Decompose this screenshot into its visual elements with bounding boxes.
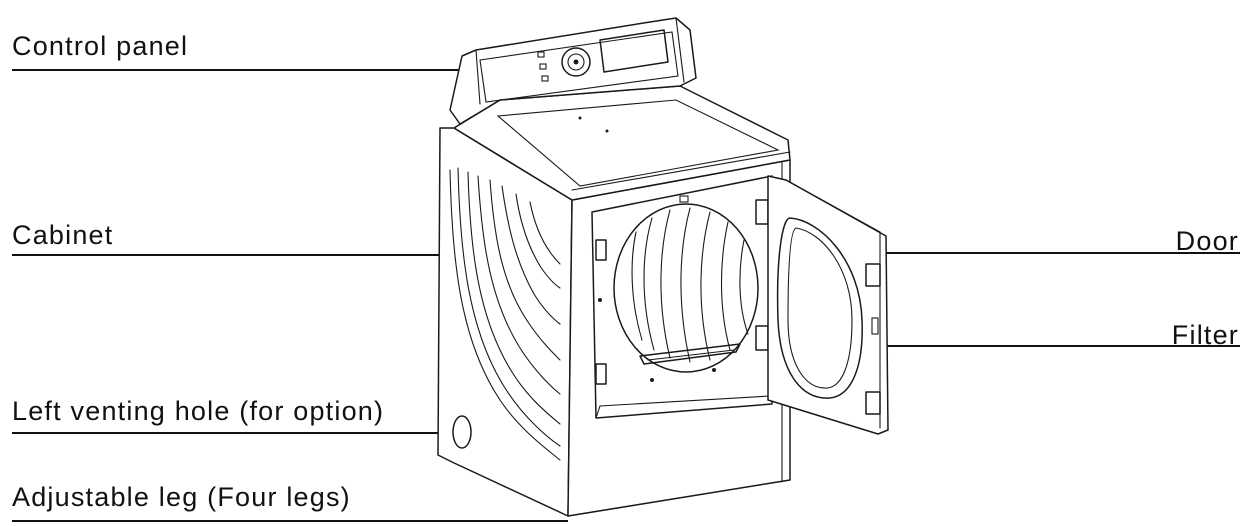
door-opening [591,175,773,419]
display-window [599,29,669,73]
opening-frame [591,175,773,419]
door-catch [679,195,689,203]
filter-slot [639,343,741,365]
label-adjustable-leg: Adjustable leg (Four legs) [12,482,351,512]
label-control-panel: Control panel [12,31,189,61]
hinge [595,239,607,261]
control-console [449,17,697,125]
control-panel-face [479,31,679,103]
cabinet-top-bevel [496,99,780,187]
hinge [595,363,607,385]
label-left-venting-hole: Left venting hole (for option) [12,396,385,426]
label-filter: Filter [1171,320,1239,350]
door [767,175,889,435]
door-outer [767,175,889,435]
panel-button [541,75,549,82]
door-hinge [865,263,881,287]
cabinet-body [437,85,791,517]
door-latch [871,317,879,335]
panel-button [537,51,545,58]
venting-hole [452,415,472,449]
drum-opening [613,203,759,373]
control-panel [449,17,697,125]
dial-knob [561,47,591,77]
panel-button [539,63,547,70]
cabinet-base [567,479,791,517]
label-cabinet: Cabinet [12,220,114,250]
cabinet-side-embossing [449,167,561,461]
door-hinge [865,391,881,415]
door-window [776,217,863,399]
label-door: Door [1175,226,1239,256]
